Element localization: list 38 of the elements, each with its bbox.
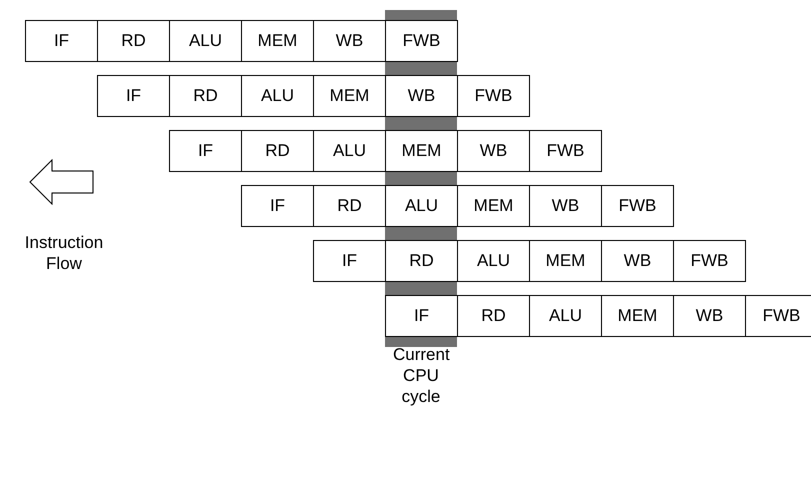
pipeline-stage-cell: ALU xyxy=(169,20,242,62)
pipeline-stage-cell: RD xyxy=(169,75,242,117)
pipeline-stage-cell: MEM xyxy=(385,130,458,172)
pipeline-stage-cell: WB xyxy=(673,295,746,337)
pipeline-stage-cell: FWB xyxy=(457,75,530,117)
pipeline-stage-cell: WB xyxy=(601,240,674,282)
pipeline-stage-cell: ALU xyxy=(313,130,386,172)
pipeline-stage-cell: RD xyxy=(457,295,530,337)
pipeline-stage-cell: FWB xyxy=(601,185,674,227)
pipeline-stage-cell: WB xyxy=(529,185,602,227)
pipeline-stage-cell: IF xyxy=(313,240,386,282)
pipeline-stage-cell: RD xyxy=(385,240,458,282)
pipeline-stage-cell: IF xyxy=(241,185,314,227)
pipeline-stage-cell: RD xyxy=(313,185,386,227)
pipeline-stage-cell: MEM xyxy=(241,20,314,62)
pipeline-stage-cell: MEM xyxy=(457,185,530,227)
pipeline-stage-cell: FWB xyxy=(673,240,746,282)
pipeline-stage-cell: MEM xyxy=(601,295,674,337)
pipeline-stage-cell: MEM xyxy=(529,240,602,282)
pipeline-stage-cell: IF xyxy=(97,75,170,117)
pipeline-stage-cell: FWB xyxy=(745,295,811,337)
pipeline-stage-cell: FWB xyxy=(529,130,602,172)
pipeline-stage-cell: WB xyxy=(313,20,386,62)
pipeline-stage-cell: ALU xyxy=(385,185,458,227)
pipeline-stage-cell: ALU xyxy=(241,75,314,117)
pipeline-stage-cell: IF xyxy=(25,20,98,62)
pipeline-stage-cell: WB xyxy=(457,130,530,172)
pipeline-stage-cell: ALU xyxy=(529,295,602,337)
pipeline-stage-cell: RD xyxy=(241,130,314,172)
pipeline-stage-cell: RD xyxy=(97,20,170,62)
pipeline-stage-cell: WB xyxy=(385,75,458,117)
pipeline-stage-cell: MEM xyxy=(313,75,386,117)
pipeline-stage-cell: FWB xyxy=(385,20,458,62)
cycle-caption: Current CPU cycle xyxy=(392,344,451,407)
pipeline-stage-cell: ALU xyxy=(457,240,530,282)
pipeline-stage-cell: IF xyxy=(385,295,458,337)
pipeline-stage-cell: IF xyxy=(169,130,242,172)
flow-caption: Instruction Flow xyxy=(24,232,104,274)
